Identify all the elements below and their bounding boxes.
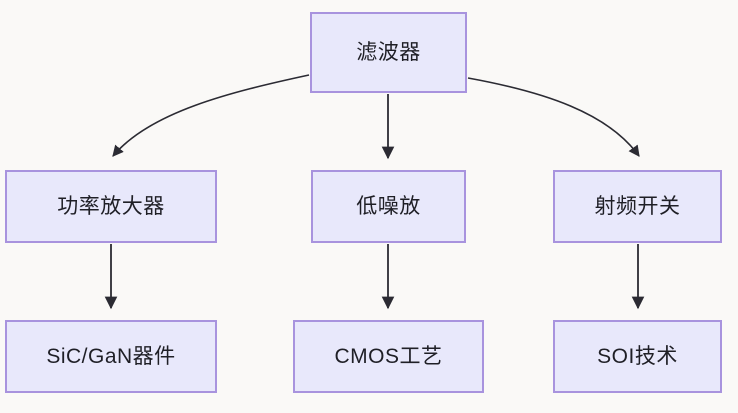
node-cmos-process[interactable]: CMOS工艺 — [293, 320, 484, 393]
node-filter[interactable]: 滤波器 — [310, 12, 467, 93]
node-soi-technology[interactable]: SOI技术 — [553, 320, 722, 393]
node-power-amplifier[interactable]: 功率放大器 — [5, 170, 217, 243]
node-power-amplifier-label: 功率放大器 — [57, 194, 165, 218]
node-sic-gan-device[interactable]: SiC/GaN器件 — [5, 320, 217, 393]
edge-root-to-rf-switch — [467, 77, 640, 157]
node-rf-switch-label: 射频开关 — [594, 194, 681, 218]
node-filter-label: 滤波器 — [356, 40, 421, 64]
node-cmos-process-label: CMOS工艺 — [334, 344, 443, 368]
node-sic-gan-device-label: SiC/GaN器件 — [46, 344, 176, 368]
node-low-noise-amplifier[interactable]: 低噪放 — [311, 170, 466, 243]
node-soi-technology-label: SOI技术 — [597, 344, 678, 368]
node-rf-switch[interactable]: 射频开关 — [553, 170, 722, 243]
node-low-noise-amplifier-label: 低噪放 — [356, 194, 421, 218]
edge-root-to-power-amplifier — [112, 74, 310, 157]
